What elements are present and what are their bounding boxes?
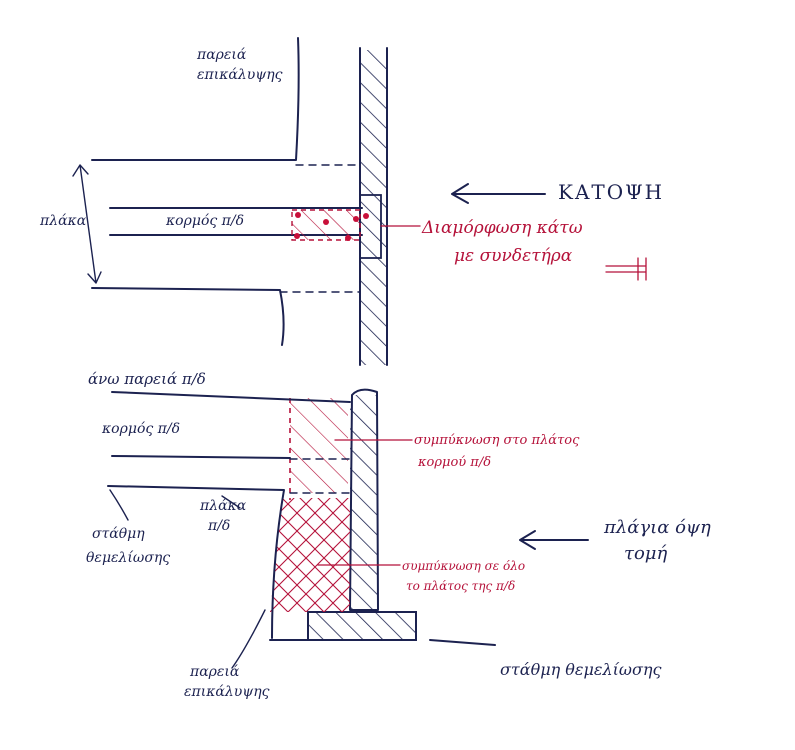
slab-line bbox=[107, 485, 285, 639]
foundation-label-bottom: στάθμη θεμελίωσης bbox=[500, 660, 662, 679]
wall-bottom bbox=[350, 395, 378, 610]
upper-parapet-line bbox=[111, 391, 351, 403]
wall-top bbox=[360, 50, 387, 365]
infill-zone bbox=[290, 398, 348, 493]
infill-note: συμπύκνωση στο πλάτος κορμού π/δ bbox=[414, 433, 580, 470]
side-view-arrow bbox=[519, 530, 589, 550]
parapet-line-top bbox=[91, 37, 300, 161]
slab-label-top: πλάκα bbox=[40, 213, 87, 229]
side-view-label: πλάγια όψη τομή bbox=[604, 517, 711, 564]
upper-parapet-label: άνω παρειά π/δ bbox=[88, 370, 206, 388]
joist-label-top: κορμός π/δ bbox=[166, 213, 245, 229]
lining-label: Διαμόρφωση κάτω με συνδετήρα bbox=[422, 218, 583, 266]
slab-dim-line bbox=[72, 164, 102, 284]
plan-view-label: ΚΑΤΟΨΗ bbox=[558, 180, 665, 204]
fill-zone bbox=[270, 498, 350, 612]
tie-symbol bbox=[605, 257, 647, 281]
bottom-parapet-label: παρειά επικάλυψης bbox=[184, 664, 270, 700]
fill-note: συμπύκνωση σε όλο το πλάτος της π/δ bbox=[402, 559, 526, 593]
section-detail bbox=[107, 388, 589, 669]
plan-detail bbox=[72, 37, 647, 366]
top-parapet-label: παρειά επικάλυψης bbox=[197, 47, 283, 83]
joist-label-bottom: κορμός π/δ bbox=[102, 421, 181, 437]
plan-view-arrow bbox=[451, 183, 546, 204]
foundation-label-left: στάθμη θεμελίωσης bbox=[86, 526, 171, 566]
footing bbox=[307, 611, 417, 641]
slab-label-bottom: πλάκα π/δ bbox=[200, 498, 247, 534]
joist-line-3 bbox=[111, 455, 291, 459]
slab-bottom-line bbox=[91, 287, 285, 346]
